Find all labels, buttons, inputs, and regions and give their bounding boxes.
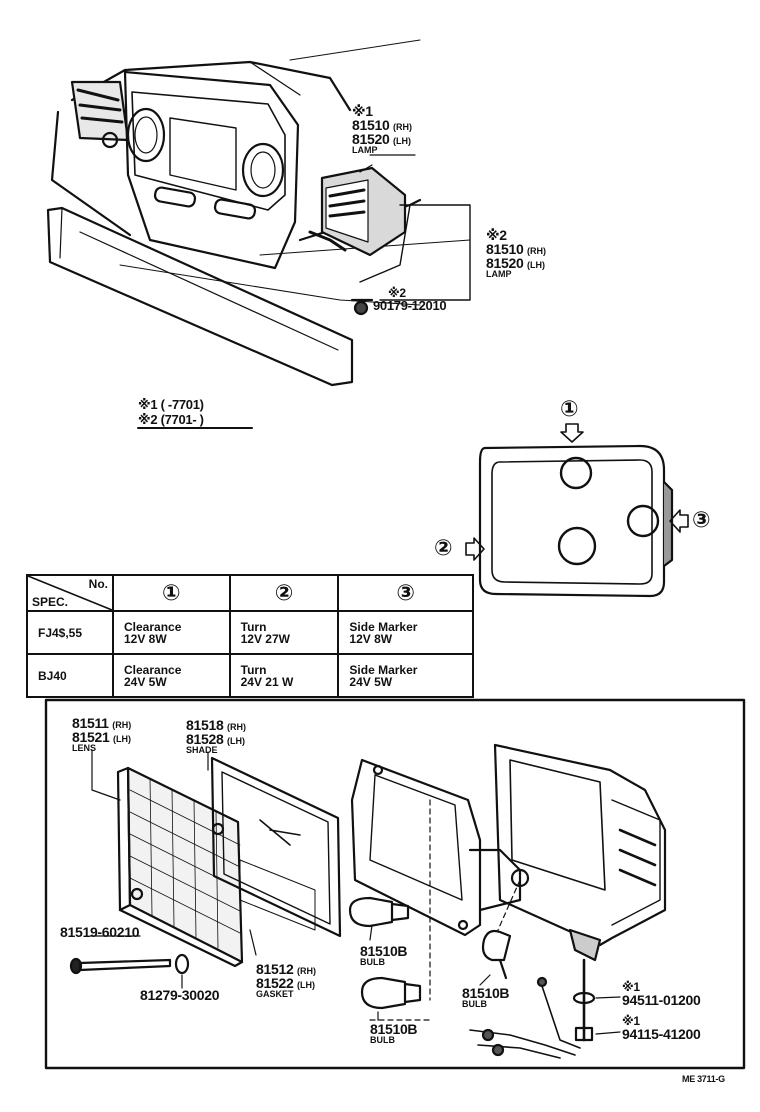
col-1-number: ① (161, 580, 181, 605)
callout-bulb-b: 81510B BULB (462, 985, 510, 1009)
gasket-lh: (LH) (297, 980, 316, 990)
nut-mark: ※1 (622, 1014, 640, 1028)
lamp-face-drawing (465, 423, 689, 598)
lens-lh: (LH) (113, 734, 132, 744)
pointer-1: ① (560, 396, 579, 421)
screw-mark: ※2 (388, 286, 406, 300)
gasket-part-rh: 81512 (256, 961, 294, 977)
col-3-number: ③ (396, 580, 416, 605)
note2-rh: (RH) (527, 246, 547, 256)
note1-name: LAMP (352, 145, 378, 155)
row-1-col-2-rating: 12V 27W (240, 631, 290, 646)
header-spec: SPEC. (32, 595, 69, 609)
bulb-c-name: BULB (370, 1035, 395, 1045)
row-1-col-3-rating: 12V 8W (349, 631, 393, 646)
row-1-col-1-type: Clearance (124, 619, 182, 634)
note1-part-lh: 81520 (352, 131, 390, 147)
lens-part-lh: 81521 (72, 729, 110, 745)
note2-name: LAMP (486, 269, 512, 279)
row-2-col-3-type: Side Marker (349, 662, 418, 677)
note1-mark: ※1 (352, 103, 373, 119)
col-3-header: ③ (337, 574, 474, 612)
callout-shade: 81518 (RH) 81528 (LH) SHADE (186, 718, 246, 755)
shade-lh: (LH) (227, 736, 246, 746)
lens-part-rh: 81511 (72, 715, 109, 731)
washer-part-label: 81279-30020 (140, 987, 220, 1003)
legend-line-2: ※2 (7701- ) (138, 412, 204, 427)
bulb-b-part: 81510B (462, 985, 510, 1001)
figure-code: ME 3711-G (682, 1074, 725, 1084)
pointer-2: ② (434, 535, 453, 560)
washer2-part: 94511-01200 (622, 992, 701, 1008)
row-1-col-2-type: Turn (240, 619, 267, 634)
header-no: No. (88, 577, 108, 591)
callout-lens: 81511 (RH) 81521 (LH) LENS (72, 716, 131, 753)
shade-part-rh: 81518 (186, 717, 224, 733)
callout-bulb-c: 81510B BULB (370, 1021, 418, 1045)
screw-part: 90179-12010 (373, 298, 447, 313)
gasket-rh: (RH) (297, 966, 317, 976)
note1-lh: (LH) (393, 136, 412, 146)
legend-line-1: ※1 ( -7701) (138, 397, 204, 412)
washer2-mark: ※1 (622, 980, 640, 994)
vehicle-front-drawing (46, 39, 471, 429)
note2-part-rh: 81510 (486, 241, 524, 257)
spec-header-cell: No. SPEC. (26, 574, 114, 612)
bulb-a-part: 81510B (360, 943, 408, 959)
shade-rh: (RH) (227, 722, 247, 732)
note2-mark: ※2 (486, 227, 507, 243)
nut-part: 94115-41200 (622, 1026, 701, 1042)
row-2-col-1-rating: 24V 5W (124, 674, 167, 689)
row-1-model: FJ4$,55 (26, 610, 114, 655)
row-2-model: BJ40 (26, 653, 114, 698)
note1-rh: (RH) (393, 122, 413, 132)
note1-part-rh: 81510 (352, 117, 390, 133)
col-1-header: ① (112, 574, 231, 612)
screw-part-label: 81519-60210 (60, 924, 140, 940)
note2-lh: (LH) (527, 260, 546, 270)
col-2-number: ② (274, 580, 294, 605)
note2-part-lh: 81520 (486, 255, 524, 271)
bulb-b-name: BULB (462, 999, 487, 1009)
row-2-col-2-rating: 24V 21 W (240, 674, 294, 689)
row-1-col-1-rating: 12V 8W (124, 631, 167, 646)
callout-lamp-2: ※2 81510 (RH) 81520 (LH) LAMP (486, 228, 546, 279)
exploded-view-frame (44, 698, 746, 1070)
bulb-c-part: 81510B (370, 1021, 418, 1037)
row-2-col-3-rating: 24V 5W (349, 674, 393, 689)
callout-gasket: 81512 (RH) 81522 (LH) GASKET (256, 962, 316, 999)
exploded-view-drawing (69, 743, 667, 1059)
lens-rh: (RH) (112, 720, 132, 730)
bulb-a-name: BULB (360, 957, 385, 967)
lens-name: LENS (72, 743, 97, 753)
callout-lamp-1: ※1 81510 (RH) 81520 (LH) LAMP (352, 104, 412, 155)
gasket-name: GASKET (256, 989, 294, 999)
row-1-col-3-type: Side Marker (349, 619, 418, 634)
pointer-3: ③ (692, 507, 711, 532)
row-2-col-2-type: Turn (240, 662, 267, 677)
col-2-header: ② (228, 574, 340, 612)
shade-name: SHADE (186, 745, 218, 755)
row-2-col-1-type: Clearance (124, 662, 182, 677)
callout-bulb-a: 81510B BULB (360, 943, 408, 967)
shade-part-lh: 81528 (186, 731, 224, 747)
gasket-part-lh: 81522 (256, 975, 294, 991)
